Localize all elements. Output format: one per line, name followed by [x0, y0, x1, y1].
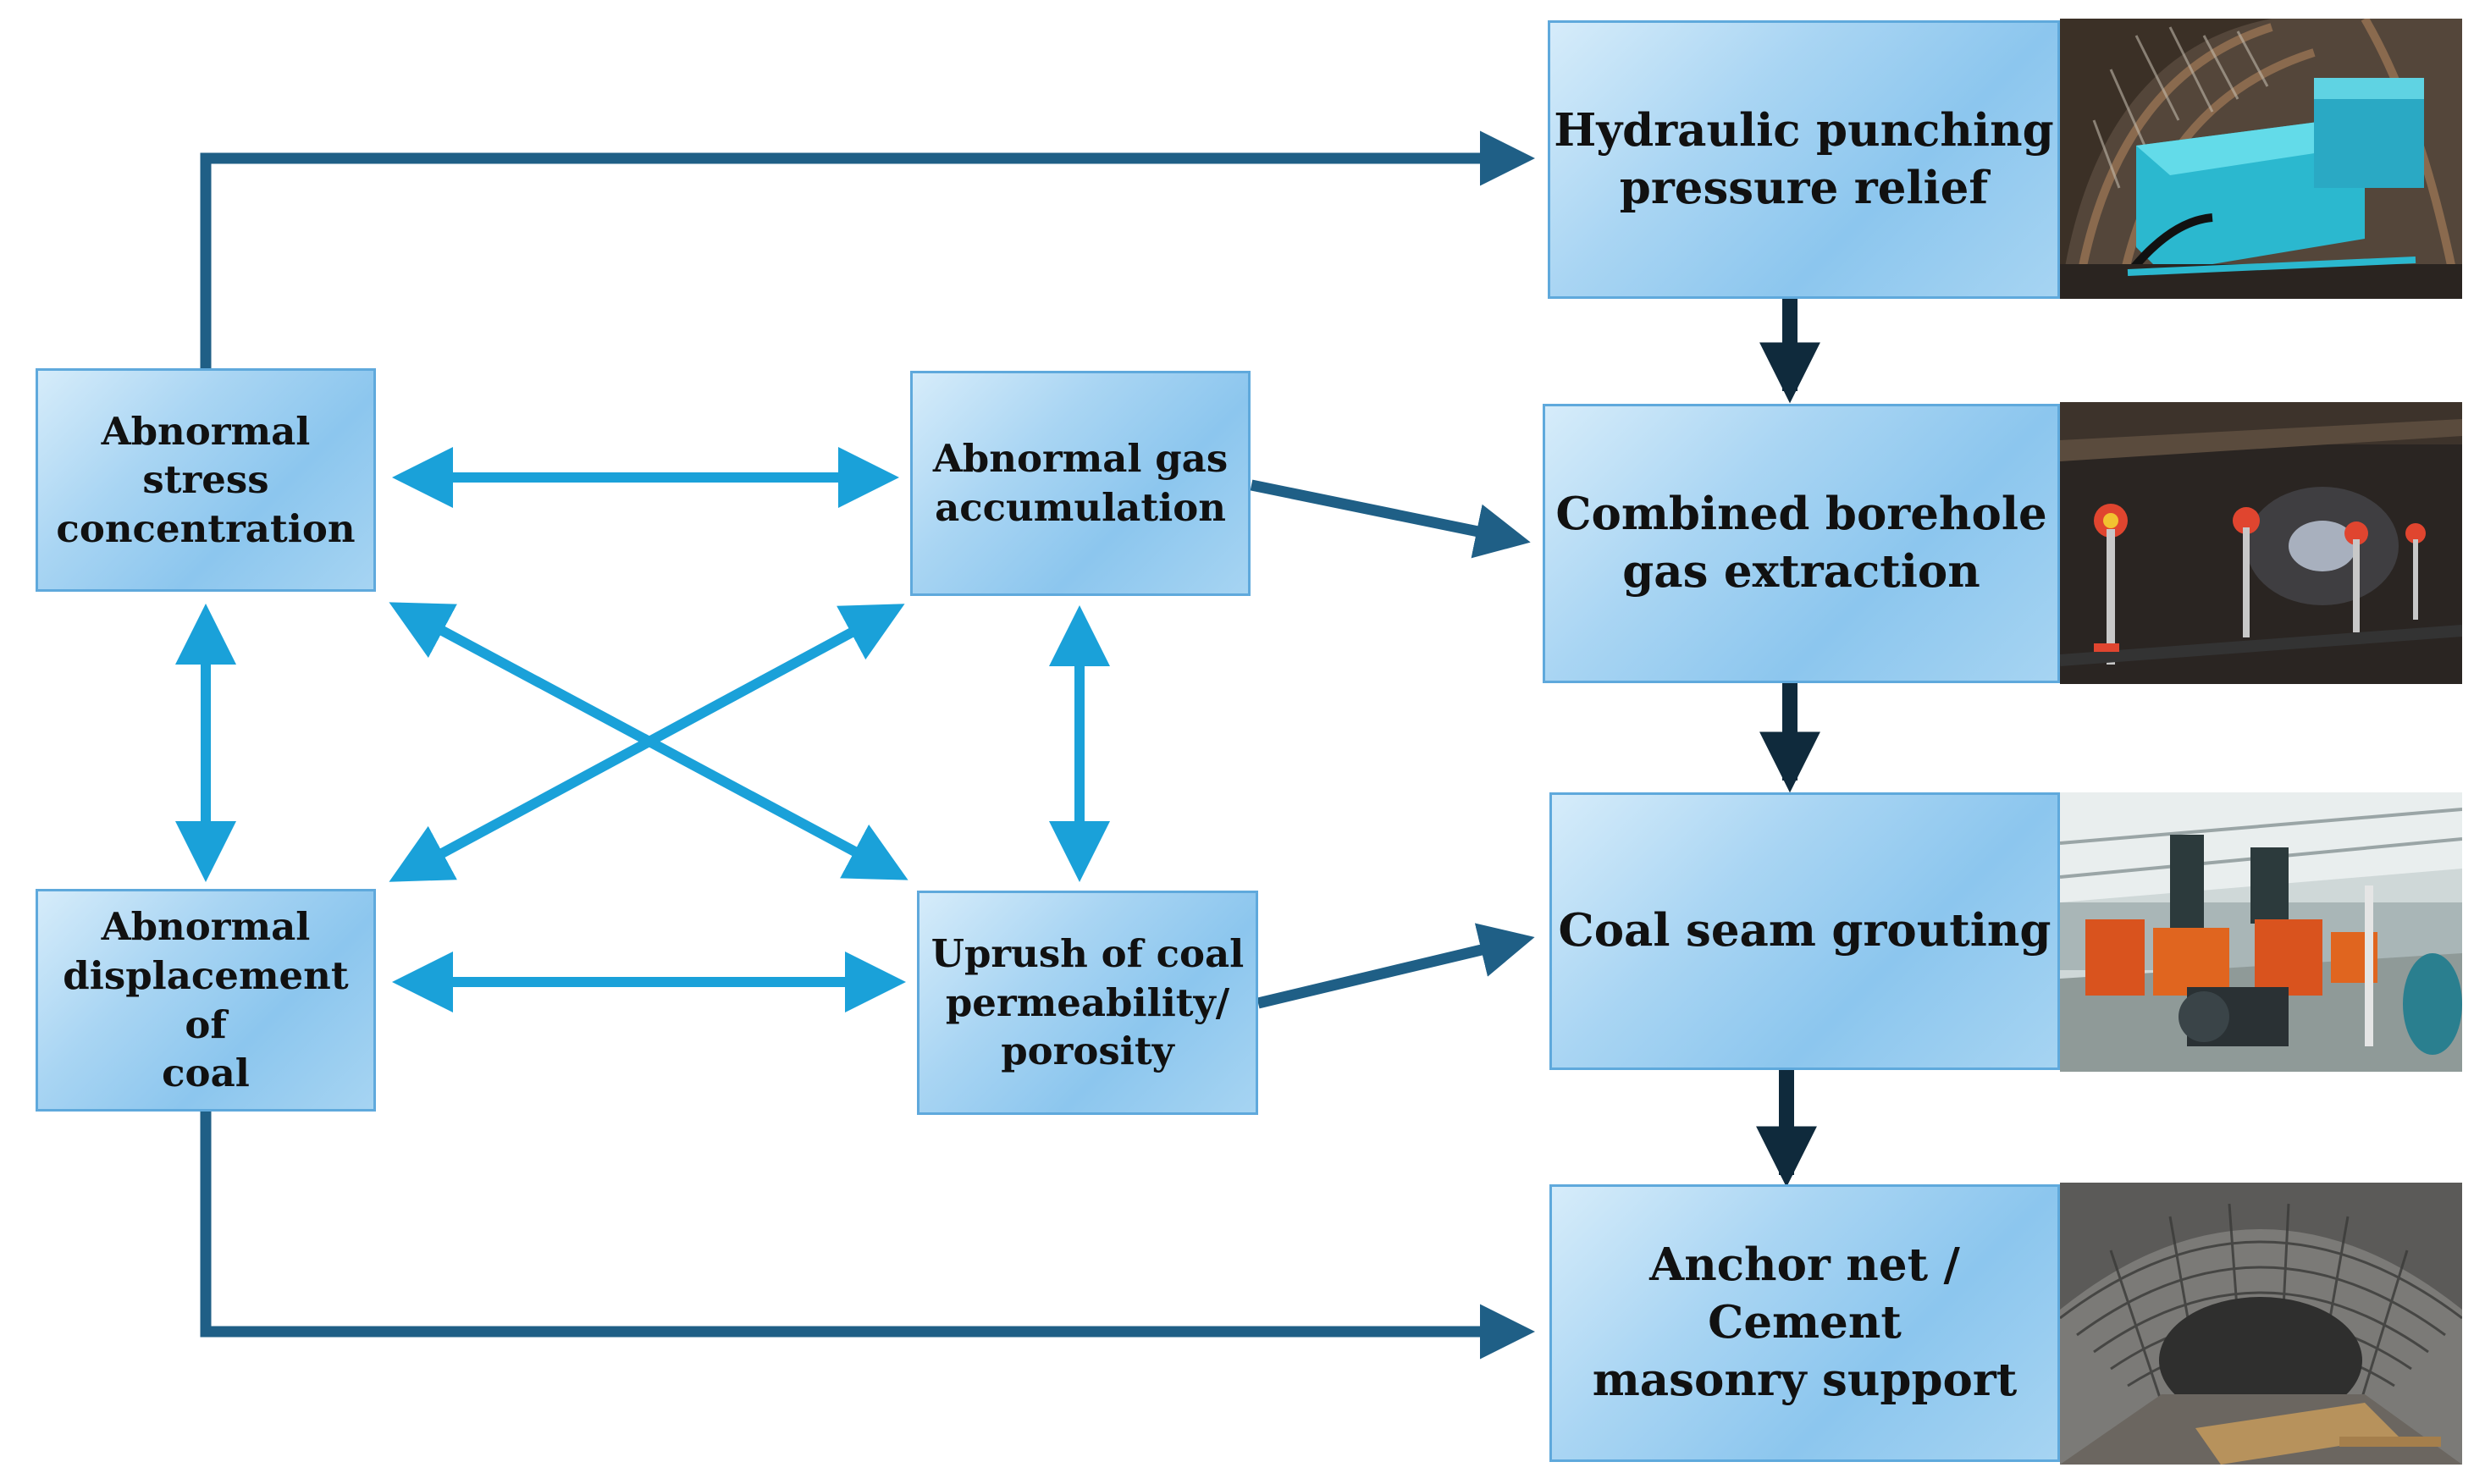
node-label: Combined borehole gas extraction [1555, 488, 2047, 598]
edge-stress-hydraulic [200, 130, 1535, 368]
node-label: Abnormal stress concentration [56, 408, 356, 551]
edge-gas-displacement [389, 604, 905, 882]
edge-displacement-anchor [200, 1112, 1535, 1360]
node-hydraulic-punching-pressure-relief: Hydraulic punching pressure relief [1548, 20, 2060, 299]
node-anchor-net-cement-masonry-support: Anchor net / Cement masonry support [1549, 1184, 2060, 1462]
node-label: Coal seam grouting [1558, 904, 2052, 957]
borehole-extraction-photo [2060, 402, 2462, 684]
node-label: Uprush of coal permeability/ porosity [930, 931, 1245, 1074]
anchor-net-support-photo [2060, 1183, 2462, 1465]
grouting-equipment-photo [2060, 792, 2462, 1072]
node-label: Hydraulic punching pressure relief [1554, 103, 2054, 214]
node-abnormal-gas-accumulation: Abnormal gas accumulation [910, 371, 1251, 596]
edge-permeability-grouting [1256, 923, 1535, 1009]
edge-gas-borehole [1250, 479, 1531, 559]
node-label: Anchor net / Cement masonry support [1592, 1239, 2018, 1406]
node-abnormal-displacement-of-coal: Abnormal displacement of coal [36, 889, 376, 1112]
node-uprush-of-coal-permeability: Uprush of coal permeability/ porosity [917, 891, 1258, 1115]
node-label: Abnormal displacement of coal [63, 904, 349, 1096]
node-label: Abnormal gas accumulation [932, 436, 1229, 530]
node-coal-seam-grouting: Coal seam grouting [1549, 792, 2060, 1070]
hydraulic-punching-equipment-photo [2060, 19, 2462, 299]
node-combined-borehole-gas-extraction: Combined borehole gas extraction [1543, 404, 2060, 683]
node-abnormal-stress-concentration: Abnormal stress concentration [36, 368, 376, 592]
